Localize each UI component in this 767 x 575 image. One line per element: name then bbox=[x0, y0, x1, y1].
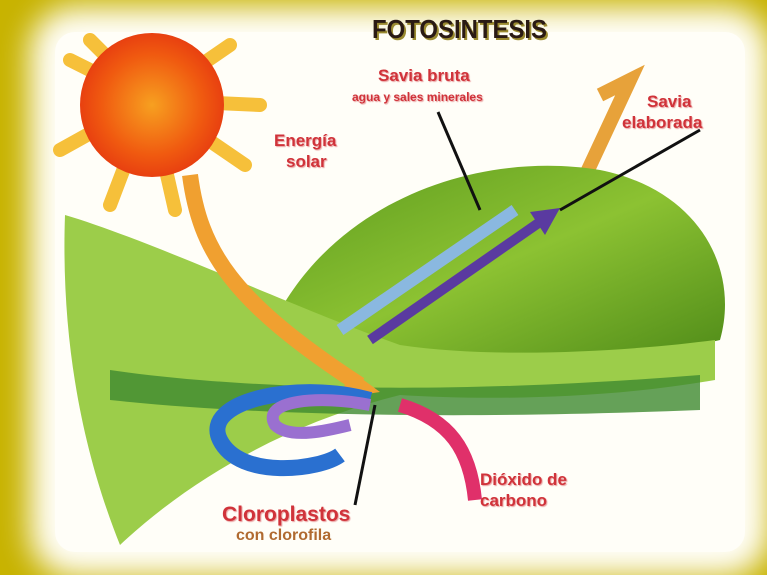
pointer-lines bbox=[353, 111, 701, 506]
savia-bruta-sublabel: agua y sales minerales bbox=[352, 90, 483, 104]
water-arrow bbox=[209, 384, 373, 477]
savia-elaborada-label-2: elaborada bbox=[622, 113, 703, 132]
oxygen-arrow bbox=[266, 394, 372, 439]
leaf-section bbox=[64, 215, 715, 545]
dioxido-label-2: carbono bbox=[480, 491, 548, 510]
light-arrow bbox=[182, 173, 365, 392]
energia-label-1: Energía bbox=[274, 131, 337, 150]
energia-label-2: solar bbox=[286, 152, 327, 171]
cloroplastos-label: Cloroplastos bbox=[222, 503, 351, 526]
sun-icon bbox=[53, 33, 267, 217]
savia-bruta-label: Savia bruta bbox=[378, 66, 470, 85]
co2-arrow bbox=[397, 398, 482, 501]
savia-elaborada-label-1: Savia bbox=[647, 92, 692, 111]
dioxido-label-1: Dióxido de bbox=[480, 470, 567, 489]
page-title: FOTOSINTESIS bbox=[372, 14, 548, 44]
cloroplastos-sublabel: con clorofila bbox=[236, 527, 332, 544]
savia-elaborada-arrow bbox=[367, 210, 553, 345]
savia-bruta-arrow bbox=[336, 205, 519, 335]
leaf-top bbox=[270, 165, 725, 364]
